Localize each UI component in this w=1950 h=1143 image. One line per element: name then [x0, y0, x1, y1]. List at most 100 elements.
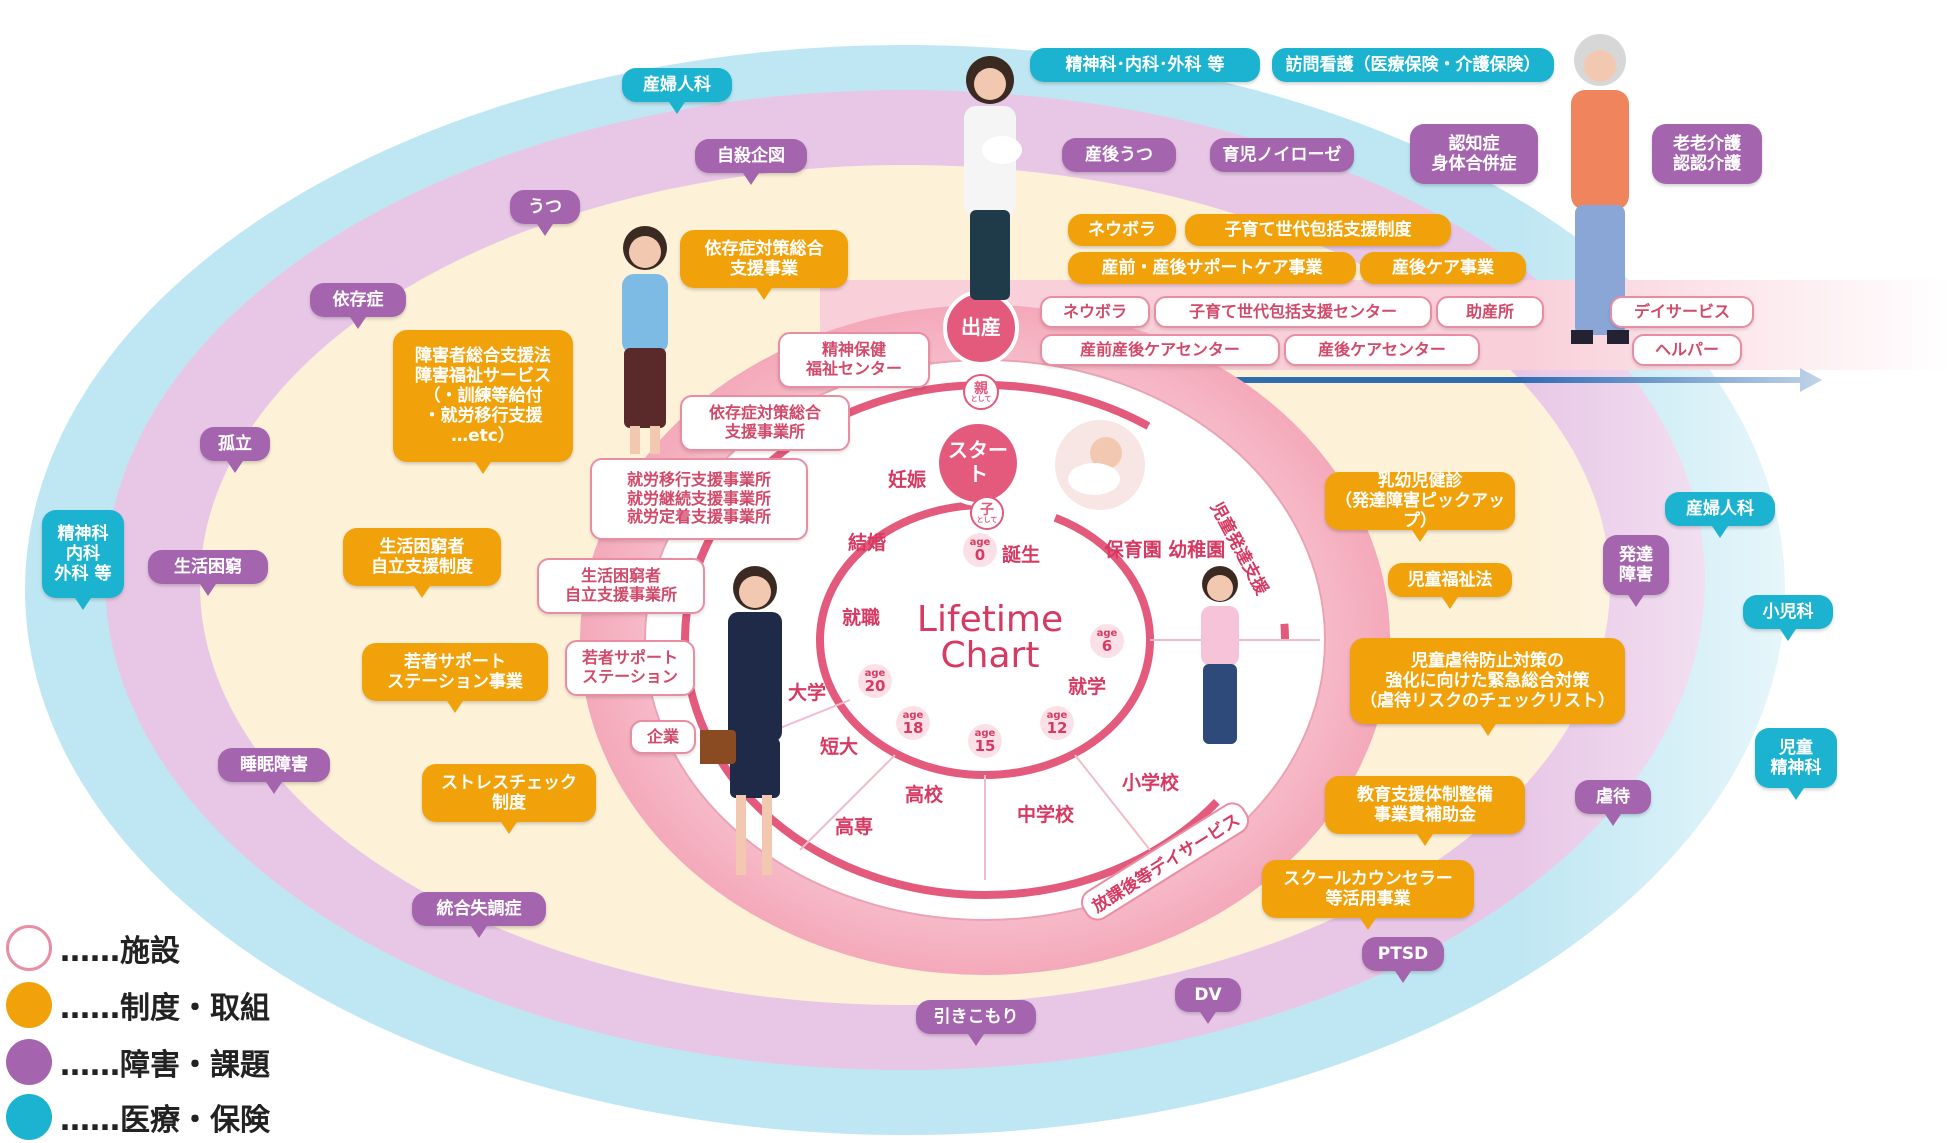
- facility-day-service: デイサービス: [1610, 296, 1754, 328]
- legend-issue: ……障害・課題: [6, 1039, 270, 1085]
- system-neubora: ネウボラ: [1068, 214, 1176, 246]
- medical-psych-left: 精神科 内科 外科 等: [42, 510, 124, 610]
- facility-postnatal-center: 産後ケアセンター: [1284, 334, 1480, 366]
- facility-company: 企業: [630, 720, 696, 754]
- issue-ptsd: PTSD: [1362, 937, 1444, 983]
- parent-tag-sub: として: [970, 394, 992, 403]
- facility-childcare-center: 子育て世代包括支援センター: [1154, 296, 1432, 328]
- system-prenatal-program: 産前・産後サポートケア事業: [1068, 252, 1356, 284]
- stage-elementary: 小学校: [1122, 772, 1180, 794]
- medical-obgyn-right: 産婦人科: [1665, 492, 1775, 538]
- child-tag: 子 として: [970, 496, 1004, 530]
- system-education-subsidy: 教育支援体制整備 事業費補助金: [1325, 776, 1525, 846]
- legend-medical: ……医療・保険: [6, 1094, 270, 1140]
- stage-high-school: 高校: [905, 784, 944, 806]
- system-poverty: 生活困窮者 自立支援制度: [343, 528, 501, 598]
- issue-addiction: 依存症: [310, 283, 406, 329]
- parent-tag: 親 として: [963, 374, 999, 410]
- facility-prenatal-center: 産前産後ケアセンター: [1040, 334, 1280, 366]
- mother-baby-figure: [964, 56, 1022, 300]
- stage-junior-high: 中学校: [1017, 804, 1075, 826]
- age-15-word: age: [974, 727, 996, 739]
- issue-hikikomori: 引きこもり: [916, 1000, 1036, 1046]
- age-6-word: age: [1096, 627, 1118, 639]
- parent-tag-text: 親: [974, 380, 988, 397]
- system-abuse-prevention: 児童虐待防止対策の 強化に向けた緊急総合対策 （虐待リスクのチェックリスト）: [1350, 638, 1625, 736]
- issue-abuse: 虐待: [1575, 780, 1651, 826]
- age-18-value: 18: [902, 718, 924, 737]
- stage-employment: 就職: [842, 607, 881, 629]
- birth-event-badge: 出産: [943, 290, 1019, 366]
- facility-midwife: 助産所: [1436, 296, 1544, 328]
- legend-issue-swatch: [6, 1039, 52, 1085]
- facility-poverty-office: 生活困窮者 自立支援事業所: [537, 558, 705, 614]
- facility-youth-station: 若者サポート ステーション: [565, 640, 695, 696]
- age-0-word: age: [969, 536, 991, 548]
- issue-isolation: 孤立: [200, 427, 270, 473]
- issue-elderly-care: 老老介護 認認介護: [1652, 124, 1762, 184]
- age-20-value: 20: [864, 676, 886, 695]
- medical-home-nursing: 訪問看護（医療保険・介護保険）: [1272, 48, 1554, 82]
- medical-child-psych: 児童 精神科: [1755, 728, 1837, 800]
- age-20-word: age: [864, 667, 886, 679]
- age-15-value: 15: [974, 736, 996, 755]
- medical-psych-top: 精神科･内科･外科 等: [1030, 48, 1260, 82]
- legend-system-label: ……制度・取組: [60, 991, 270, 1026]
- baby-figure: [1055, 420, 1145, 510]
- legend-facility-label: ……施設: [60, 934, 180, 969]
- stage-university: 大学: [788, 682, 827, 704]
- child-tag-text: 子: [980, 501, 994, 518]
- legend-system-swatch: [6, 982, 52, 1028]
- facility-employment-offices: 就労移行支援事業所 就労継続支援事業所 就労定着支援事業所: [590, 458, 808, 540]
- girl-figure: [1201, 566, 1239, 744]
- age-6-value: 6: [1101, 636, 1113, 655]
- system-postnatal-program: 産後ケア事業: [1360, 252, 1526, 284]
- woman-casual-figure: [622, 226, 668, 454]
- stage-nursery: 保育園 幼稚園: [1104, 538, 1226, 561]
- facility-neubora: ネウボラ: [1040, 296, 1150, 328]
- facility-addiction-center: 依存症対策総合 支援事業所: [680, 395, 850, 451]
- system-infant-checkup: 乳幼児健診 （発達障害ピックアップ）: [1325, 471, 1515, 542]
- legend-system: ……制度・取組: [6, 982, 270, 1028]
- facility-helper: ヘルパー: [1632, 334, 1742, 366]
- legend-medical-label: ……医療・保険: [60, 1103, 270, 1138]
- issue-schizophrenia: 統合失調症: [412, 892, 546, 938]
- center-title-2: Chart: [940, 634, 1040, 676]
- start-badge: スタート: [935, 420, 1021, 506]
- age-18-word: age: [902, 709, 924, 721]
- stage-birth: 誕生: [1002, 544, 1041, 566]
- legend-medical-swatch: [6, 1094, 52, 1140]
- issue-sleep: 睡眠障害: [218, 748, 330, 794]
- issue-depression: うつ: [510, 190, 580, 236]
- issue-suicide: 自殺企図: [695, 139, 807, 185]
- system-child-welfare-law: 児童福祉法: [1388, 563, 1512, 609]
- stage-school-entry: 就学: [1068, 676, 1107, 698]
- stage-pregnancy: 妊娠: [888, 469, 927, 491]
- child-tag-sub: として: [976, 515, 998, 524]
- legend-facility-swatch: [6, 925, 52, 971]
- issue-dementia: 認知症 身体合併症: [1410, 124, 1538, 184]
- age-12-value: 12: [1046, 718, 1068, 737]
- businesswoman-figure: [700, 566, 782, 875]
- stage-technical-college: 高専: [835, 816, 874, 838]
- issue-child-neurosis: 育児ノイローゼ: [1210, 138, 1354, 172]
- stage-junior-college: 短大: [820, 736, 859, 758]
- system-stress-check: ストレスチェック 制度: [422, 764, 596, 834]
- medical-obgyn-top: 産婦人科: [622, 68, 732, 114]
- system-youth-program: 若者サポート ステーション事業: [362, 643, 548, 713]
- age-0-value: 0: [974, 545, 986, 564]
- medical-pediatrics: 小児科: [1743, 595, 1833, 641]
- stage-marriage: 結婚: [848, 532, 887, 554]
- issue-dv: DV: [1175, 978, 1241, 1024]
- issue-poverty: 生活困窮: [148, 550, 268, 596]
- issue-postpartum-dep: 産後うつ: [1062, 138, 1176, 172]
- legend-facility: ……施設: [6, 925, 180, 971]
- system-school-counselor: スクールカウンセラー 等活用事業: [1262, 860, 1474, 930]
